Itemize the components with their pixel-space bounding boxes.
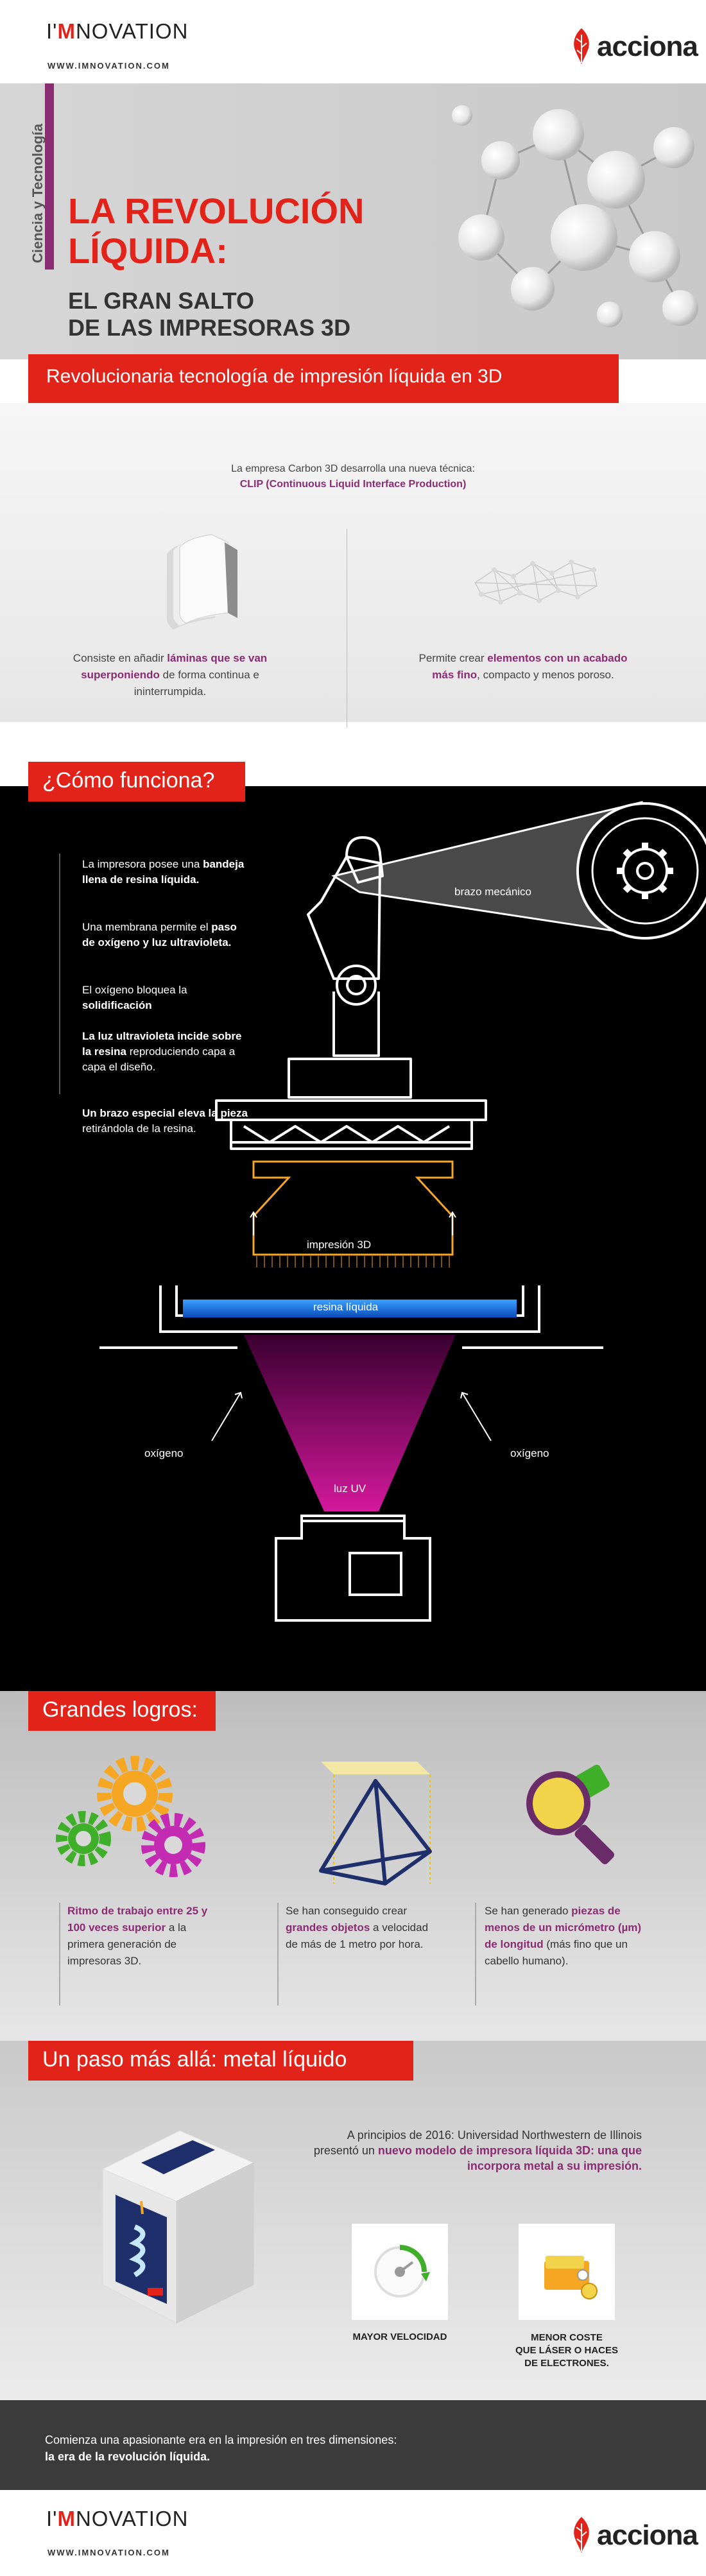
how-title: ¿Cómo funciona? — [28, 762, 245, 802]
speed-card — [352, 2224, 448, 2320]
closing-line1: Comienza una apasionante era en la impre… — [45, 2434, 397, 2446]
liquid-metal-section: Un paso más allá: metal líquido A princi… — [0, 2041, 706, 2407]
footer-acciona-logo[interactable]: acciona — [597, 2520, 698, 2551]
footer-logo-suffix: NOVATION — [75, 2507, 189, 2530]
logo-m: M — [57, 19, 76, 43]
layers-icon — [154, 528, 244, 631]
achievement3-rule — [475, 1903, 476, 2005]
intro-section: La empresa Carbon 3D desarrolla una nuev… — [0, 403, 706, 728]
logo-prefix: I' — [46, 19, 58, 43]
site-url[interactable]: WWW.IMNOVATION.COM — [47, 61, 170, 71]
achievement2-rule — [277, 1903, 279, 2005]
logo-suffix: NOVATION — [75, 19, 189, 43]
metal-title: Un paso más allá: metal líquido — [28, 2041, 413, 2081]
speed-gauge-icon — [374, 2245, 430, 2297]
footer-logo-prefix: I' — [46, 2507, 58, 2530]
speed-label: MAYOR VELOCIDAD — [352, 2331, 447, 2342]
cost-label-line3: DE ELECTRONES. — [524, 2358, 609, 2369]
footer-imnovation-logo[interactable]: I'MNOVATION — [46, 2507, 188, 2531]
achievement-2: Se han conseguido crear grandes objetos … — [286, 1905, 429, 1950]
hero-title-line2: LÍQUIDA: — [68, 230, 228, 271]
step-4: La luz ultravioleta incide sobre la resi… — [82, 1030, 242, 1073]
how-it-works-section: ¿Cómo funciona? La impresora posee una b… — [0, 762, 706, 1691]
achievement-3: Se han generado piezas de menos de un mi… — [485, 1905, 642, 1967]
footer-logo-m: M — [57, 2507, 76, 2530]
cost-label: MENOR COSTE QUE LÁSER O HACES DE ELECTRO… — [501, 2331, 633, 2370]
hero-subtitle-line2: DE LAS IMPRESORAS 3D — [68, 314, 351, 341]
mesh-structure-icon — [469, 551, 603, 608]
gears-icon — [51, 1755, 212, 1884]
intro-left-text: Consiste en añadir láminas que se van su… — [73, 652, 268, 698]
molecules-illustration — [424, 90, 706, 347]
printer-diagram — [59, 801, 706, 1622]
step-2: Una membrana permite el paso de oxígeno … — [82, 921, 237, 949]
step-3: El oxígeno bloquea la solidificación — [82, 984, 187, 1011]
hero: Ciencia y Tecnología LA REVOLUCIÓN LÍQUI… — [0, 83, 706, 359]
pyramid-icon — [308, 1755, 436, 1890]
imnovation-logo[interactable]: I'MNOVATION — [46, 19, 188, 44]
intro-text-line2: CLIP (Continuous Liquid Interface Produc… — [239, 479, 467, 490]
label-arm: brazo mecánico — [454, 886, 532, 898]
wallet-icon — [544, 2256, 598, 2299]
cost-label-line2: QUE LÁSER O HACES — [515, 2345, 619, 2356]
footer-site-url[interactable]: WWW.IMNOVATION.COM — [47, 2548, 170, 2557]
footer-acciona-tree-icon — [568, 2514, 595, 2554]
category-bar — [45, 83, 54, 270]
closing-section: Comienza una apasionante era en la impre… — [0, 2400, 706, 2490]
achievement-1: Ritmo de trabajo entre 25 y 100 veces su… — [67, 1905, 208, 1967]
magnifier-icon — [507, 1762, 629, 1877]
footer: I'MNOVATION WWW.IMNOVATION.COM acciona — [0, 2490, 706, 2576]
achievements-section: Grandes logros: — [0, 1691, 706, 2054]
cost-label-line1: MENOR COSTE — [531, 2332, 603, 2343]
closing-line2: la era de la revolución líquida. — [45, 2450, 211, 2463]
label-print: impresión 3D — [307, 1239, 372, 1251]
label-uv: luz UV — [334, 1482, 366, 1495]
step-1: La impresora posee una bandeja llena de … — [82, 858, 245, 886]
metal-text: A principios de 2016: Universidad Northw… — [313, 2129, 642, 2172]
step-5: Un brazo especial eleva la pieza retirán… — [82, 1107, 248, 1135]
label-oxygen-left: oxígeno — [144, 1447, 184, 1459]
hero-title-line1: LA REVOLUCIÓN — [68, 191, 365, 231]
category-label: Ciencia y Tecnología — [30, 123, 46, 263]
metal-printer-icon — [96, 2124, 257, 2330]
intro-text-line1: La empresa Carbon 3D desarrolla una nuev… — [231, 463, 475, 474]
cost-card — [519, 2224, 615, 2320]
acciona-logo[interactable]: acciona — [597, 31, 698, 62]
label-resin: resina líquida — [313, 1301, 379, 1313]
achievement1-rule — [59, 1903, 60, 2005]
intro-banner: Revolucionaria tecnología de impresión l… — [28, 354, 619, 403]
intro-right-text: Permite crear elementos con un acabado m… — [418, 652, 628, 681]
acciona-tree-icon — [568, 26, 595, 65]
label-oxygen-right: oxígeno — [510, 1447, 549, 1459]
hero-subtitle-line1: EL GRAN SALTO — [68, 288, 255, 314]
achievements-title: Grandes logros: — [28, 1691, 216, 1731]
header: I'MNOVATION WWW.IMNOVATION.COM acciona — [0, 0, 706, 83]
